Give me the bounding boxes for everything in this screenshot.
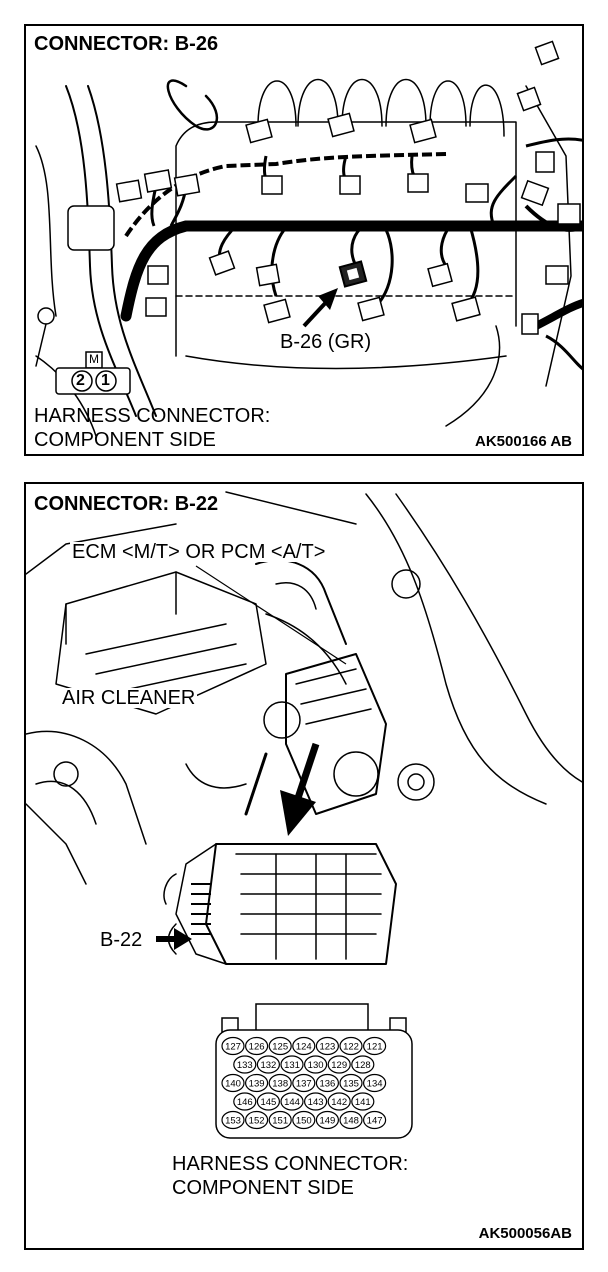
pin-label: 123	[319, 1042, 335, 1053]
pin-label: 145	[260, 1097, 276, 1108]
pin-121	[363, 1036, 387, 1056]
connector-callout: B-22	[100, 929, 143, 951]
pin-label: 134	[367, 1079, 383, 1090]
pin-label: 132	[260, 1060, 276, 1071]
connector-callout: B-26 (GR)	[278, 331, 374, 353]
pin-122	[339, 1036, 363, 1056]
pin-134	[363, 1073, 387, 1093]
pin-label: 129	[331, 1060, 347, 1071]
pin-label: 125	[272, 1042, 288, 1053]
pin-label: 151	[272, 1116, 288, 1127]
pin-label: 139	[249, 1079, 265, 1090]
pin-label: 122	[343, 1042, 359, 1053]
pin-label: 127	[225, 1042, 241, 1053]
pin-label: 136	[319, 1079, 335, 1090]
pin-label: 148	[343, 1116, 359, 1127]
pin-label: 135	[343, 1079, 359, 1090]
pin-132	[256, 1055, 280, 1074]
panel-title: CONNECTOR: B-22	[34, 493, 219, 515]
pin-label: 141	[355, 1097, 371, 1108]
pin-label: 142	[331, 1097, 347, 1108]
pin-139	[245, 1073, 269, 1093]
pin-label: 133	[237, 1060, 253, 1071]
pin-123	[315, 1036, 339, 1056]
pin-126	[245, 1036, 269, 1056]
pin-148	[339, 1110, 363, 1130]
pin-141	[351, 1092, 375, 1111]
pin-152	[245, 1110, 269, 1130]
pin-label: 131	[284, 1060, 300, 1071]
pin-135	[339, 1073, 363, 1093]
pin-147	[363, 1110, 387, 1130]
pin-label: 128	[355, 1060, 371, 1071]
pin-label: 137	[296, 1079, 312, 1090]
pin-label: 138	[272, 1079, 288, 1090]
ecm-location-illustration: 127 126 125 124 123 122 121 133 132 131 130 129 128 1…	[26, 491, 582, 1139]
pin-133	[233, 1055, 257, 1074]
pin-149	[315, 1110, 339, 1130]
pin-label: 126	[249, 1042, 265, 1053]
pin-129	[327, 1055, 351, 1074]
pin-label: 124	[296, 1042, 312, 1053]
pin-label: 143	[308, 1097, 324, 1108]
small-connector-diagram	[55, 351, 131, 395]
harness-label-line1: HARNESS CONNECTOR:	[34, 405, 271, 427]
pin-label: 153	[225, 1116, 241, 1127]
pin-label: 149	[319, 1116, 335, 1127]
pin-150	[292, 1110, 316, 1130]
pin-138	[268, 1073, 292, 1093]
figure-code: AK500166 AB	[475, 433, 572, 450]
module-callout: ECM <M/T> OR PCM <A/T>	[70, 541, 328, 563]
connector-key-label: M	[89, 352, 99, 366]
pin-131	[280, 1055, 304, 1074]
harness-label-line1: HARNESS CONNECTOR:	[172, 1153, 409, 1175]
pin-151	[268, 1110, 292, 1130]
pin-label: 144	[284, 1097, 300, 1108]
pin-128	[351, 1055, 375, 1074]
pin-146	[233, 1092, 257, 1111]
pin-grid: 127 126 125 124 123 122 121 133 132 131 130 129 128 1…	[221, 1036, 387, 1130]
harness-label-line2: COMPONENT SIDE	[34, 429, 216, 451]
pin-label: 152	[249, 1116, 265, 1127]
pin-130	[304, 1055, 328, 1074]
pin-label: 1	[101, 372, 110, 389]
pin-127	[221, 1036, 245, 1056]
panel-title: CONNECTOR: B-26	[34, 33, 219, 55]
pin-label: 121	[367, 1042, 383, 1053]
pin-142	[327, 1092, 351, 1111]
pin-136	[315, 1073, 339, 1093]
pin-label: 147	[367, 1116, 383, 1127]
pin-140	[221, 1073, 245, 1093]
connector-b26-panel: CONNECTOR: B-26 B-26 (GR) M 2 1 HARNESS …	[24, 24, 584, 456]
pin-label: 146	[237, 1097, 253, 1108]
pin-label: 150	[296, 1116, 312, 1127]
air-cleaner-label: AIR CLEANER	[60, 687, 198, 709]
pin-label: 130	[308, 1060, 324, 1071]
pin-label: 140	[225, 1079, 241, 1090]
pin-145	[256, 1092, 280, 1111]
pin-153	[221, 1110, 245, 1130]
pin-144	[280, 1092, 304, 1111]
figure-code: AK500056AB	[478, 1225, 572, 1242]
pin-125	[268, 1036, 292, 1056]
pin-143	[304, 1092, 328, 1111]
pin-137	[292, 1073, 316, 1093]
engine-harness-illustration	[35, 40, 582, 437]
pin-label: 2	[76, 372, 85, 389]
harness-label-line2: COMPONENT SIDE	[172, 1177, 354, 1199]
pin-124	[292, 1036, 316, 1056]
connector-b22-panel: 127 126 125 124 123 122 121 133 132 131 130 129 128 1…	[24, 482, 584, 1250]
